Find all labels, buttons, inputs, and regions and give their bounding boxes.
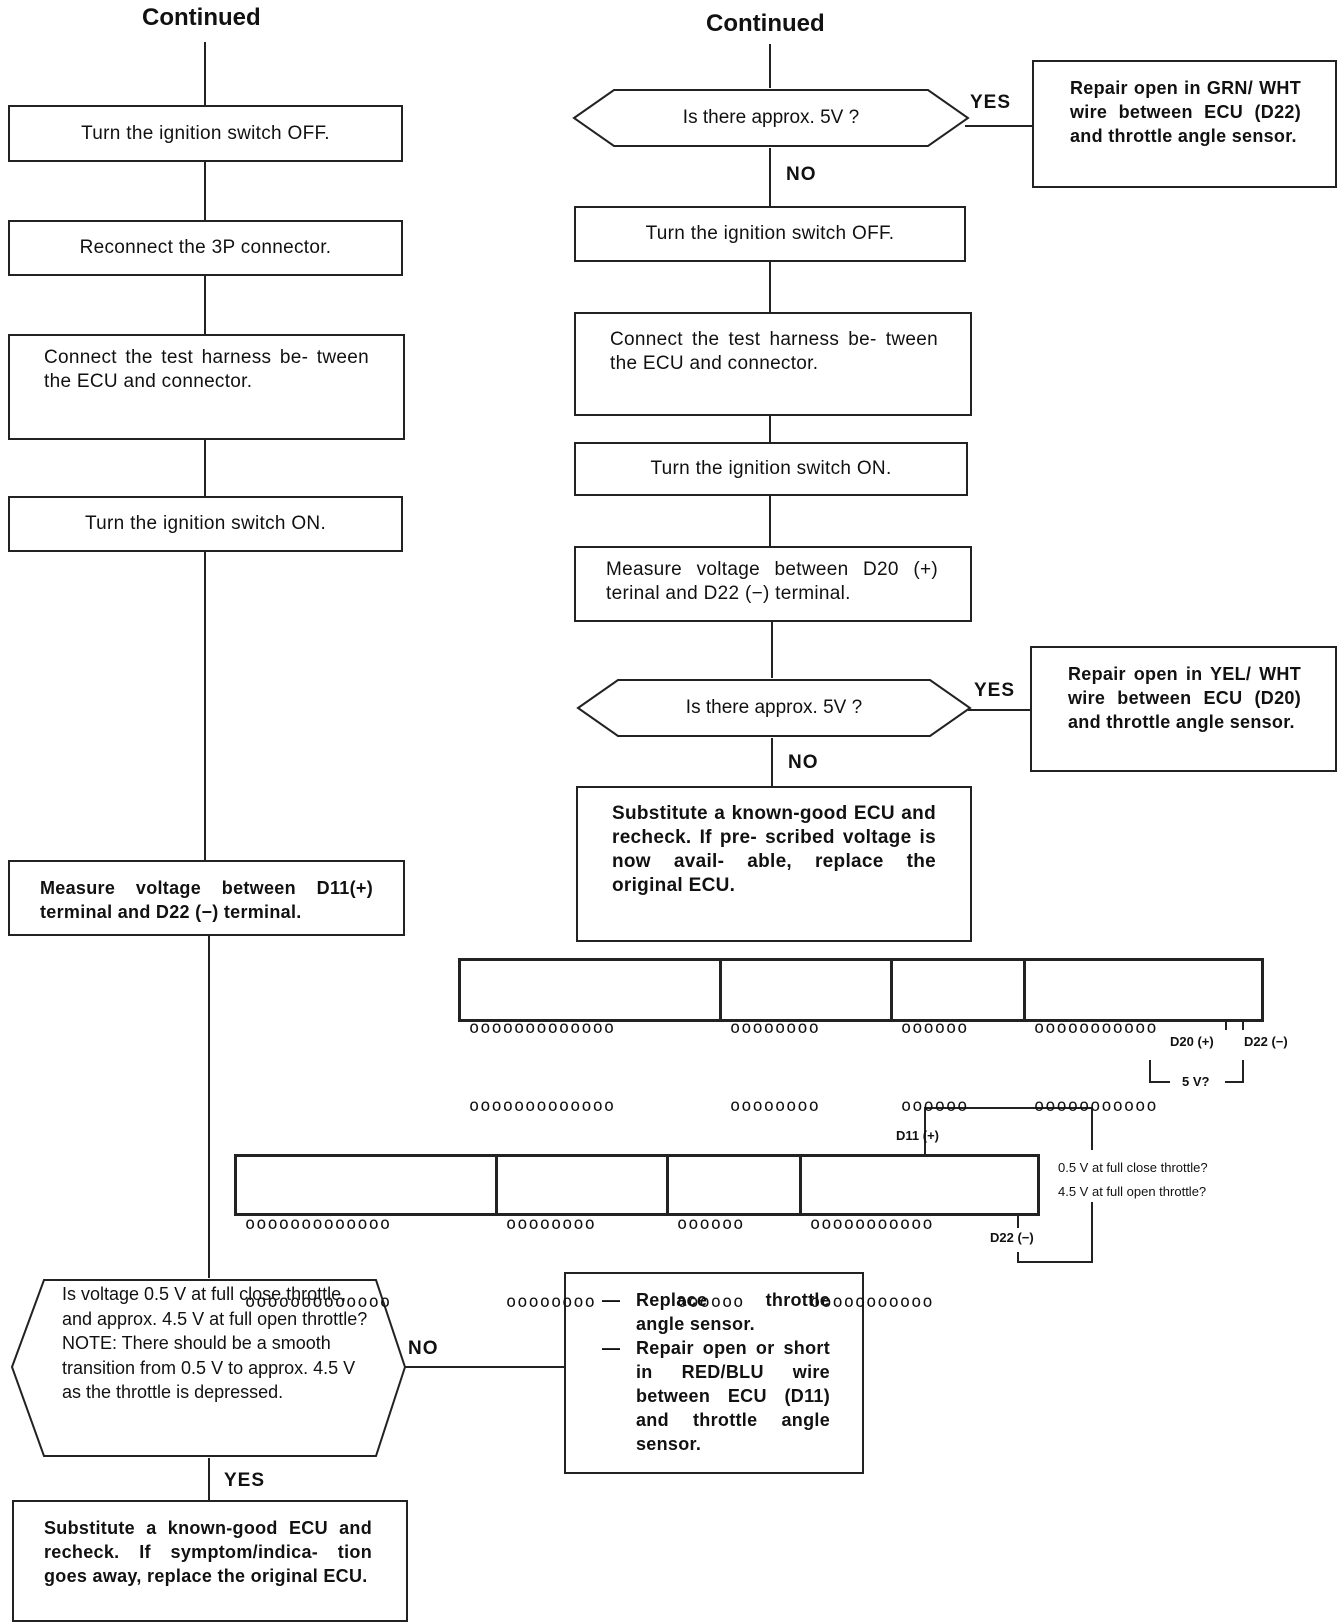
step-ignition-off: Turn the ignition switch OFF.	[8, 105, 403, 162]
pin-row: ooooooooooo	[810, 1292, 934, 1312]
connector-segment: oooooo oooooo	[669, 1157, 802, 1312]
label-d22-minus: D22 (−)	[1244, 1034, 1288, 1049]
pin-row: oooooooo	[730, 1018, 820, 1038]
label-5v: 5 V?	[1182, 1074, 1210, 1089]
step-ignition-off-right: Turn the ignition switch OFF.	[574, 206, 966, 262]
decision-no-label: NO	[408, 1338, 439, 1359]
decision1-yes-label: YES	[970, 92, 1012, 113]
note-close-throttle: 0.5 V at full close throttle?	[1058, 1160, 1208, 1175]
result-repair-yel-wht: Repair open in YEL/ WHT wire between ECU…	[1030, 646, 1337, 772]
decision-diamond-2	[576, 679, 972, 737]
probe-bracket	[1149, 1060, 1170, 1083]
connector-segment: oooooooo oooooooo	[722, 961, 893, 1116]
result-replace-sensor: Replace throttle angle sensor. Repair op…	[564, 1272, 864, 1474]
pin-row: ooooooooooooo	[245, 1292, 392, 1312]
pin-row: oooooo	[901, 1096, 969, 1116]
pin-row: oooooo	[677, 1292, 745, 1312]
connector-segment: oooooo oooooo	[893, 961, 1026, 1116]
step-reconnect-3p: Reconnect the 3P connector.	[8, 220, 403, 276]
pin-row: ooooooooooo	[810, 1214, 934, 1234]
connector-segment: ooooooooooo ooooooooooo	[802, 1157, 942, 1312]
connector-segment: ooooooooooooo ooooooooooooo	[237, 1157, 498, 1312]
connector-segment: ooooooooooooo ooooooooooooo	[461, 961, 722, 1116]
decision1-no-label: NO	[786, 164, 817, 185]
decision2-yes-label: YES	[974, 680, 1016, 701]
decision-hexagon-left	[10, 1279, 407, 1457]
pin-row: ooooooooooooo	[469, 1018, 616, 1038]
ecu-connector-top: ooooooooooooo ooooooooooooo oooooooo ooo…	[458, 958, 1264, 1116]
result-repair-grn-wht: Repair open in GRN/ WHT wire between ECU…	[1032, 60, 1337, 188]
left-heading: Continued	[142, 4, 261, 31]
pin-row: oooooo	[901, 1018, 969, 1038]
result-action-item: Replace throttle angle sensor.	[602, 1288, 830, 1336]
step-ignition-on-right: Turn the ignition switch ON.	[574, 442, 968, 496]
result-action-list: Replace throttle angle sensor. Repair op…	[602, 1288, 830, 1456]
step-measure-d11: Measure voltage between D11(+) terminal …	[8, 860, 405, 936]
label-d22-minus-bottom: D22 (−)	[990, 1230, 1034, 1245]
decision-yes-label: YES	[224, 1470, 266, 1491]
pin-row: oooooooo	[730, 1096, 820, 1116]
pin-row: ooooooooooo	[1034, 1018, 1158, 1038]
ecu-connector-bottom: ooooooooooooo ooooooooooooo oooooooo ooo…	[234, 1154, 1040, 1312]
pin-row: ooooooooooo	[1034, 1096, 1158, 1116]
probe-bracket	[1225, 1060, 1244, 1083]
pin-row: oooooo	[677, 1214, 745, 1234]
label-d20-plus: D20 (+)	[1170, 1034, 1214, 1049]
pin-row: oooooooo	[506, 1292, 596, 1312]
label-d11-plus: D11 (+)	[896, 1128, 939, 1143]
note-open-throttle: 4.5 V at full open throttle?	[1058, 1184, 1207, 1199]
decision-text-throttle: Is voltage 0.5 V at full close throttle,…	[62, 1284, 368, 1402]
step-connect-harness-right: Connect the test harness be- tween the E…	[574, 312, 972, 416]
decision2-no-label: NO	[788, 752, 819, 773]
step-ignition-on: Turn the ignition switch ON.	[8, 496, 403, 552]
decision-text-5v-2: Is there approx. 5V ?	[685, 697, 863, 718]
connector-segment: oooooooo oooooooo	[498, 1157, 669, 1312]
pin-row: oooooooo	[506, 1214, 596, 1234]
connector-segment: ooooooooooo ooooooooooo	[1026, 961, 1166, 1116]
result-substitute-ecu-right: Substitute a known-good ECU and recheck.…	[576, 786, 972, 942]
pin-row: ooooooooooooo	[469, 1096, 616, 1116]
result-substitute-ecu-left: Substitute a known-good ECU and recheck.…	[12, 1500, 408, 1622]
probe-lead-d11	[924, 1107, 1093, 1154]
probe-bracket	[1017, 1202, 1093, 1263]
right-heading: Continued	[706, 10, 825, 37]
result-action-item: Repair open or short in RED/BLU wire bet…	[602, 1336, 830, 1456]
step-measure-d20: Measure voltage between D20 (+) terinal …	[574, 546, 972, 622]
decision-text-5v-1: Is there approx. 5V ?	[682, 107, 860, 128]
step-connect-harness: Connect the test harness be- tween the E…	[8, 334, 405, 440]
pin-row: ooooooooooooo	[245, 1214, 392, 1234]
decision-diamond-1	[572, 89, 970, 147]
